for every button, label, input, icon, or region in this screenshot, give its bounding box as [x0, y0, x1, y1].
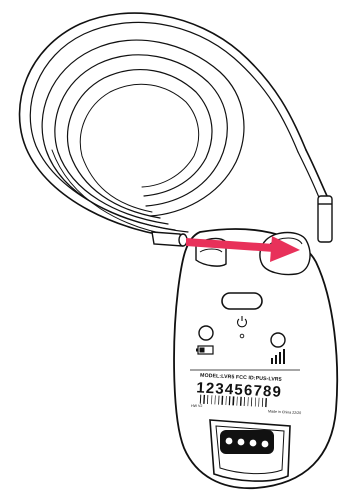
pin-3 [250, 440, 257, 447]
right-button [271, 333, 285, 347]
cable-probe [318, 196, 332, 242]
battery-icon [196, 346, 213, 354]
pin-2 [238, 439, 245, 446]
button-pill [222, 293, 262, 309]
pin-1 [226, 438, 233, 445]
left-button [199, 326, 213, 340]
hw-version: HW V2 [191, 404, 202, 408]
coiled-cable [20, 13, 328, 238]
pin-4 [262, 441, 269, 448]
cable-connector [152, 232, 187, 246]
sensor-device: MODEL:LVR5 FCC ID:PUS-LVR5 123456789 HW … [174, 229, 337, 488]
connector-dock [210, 420, 290, 481]
